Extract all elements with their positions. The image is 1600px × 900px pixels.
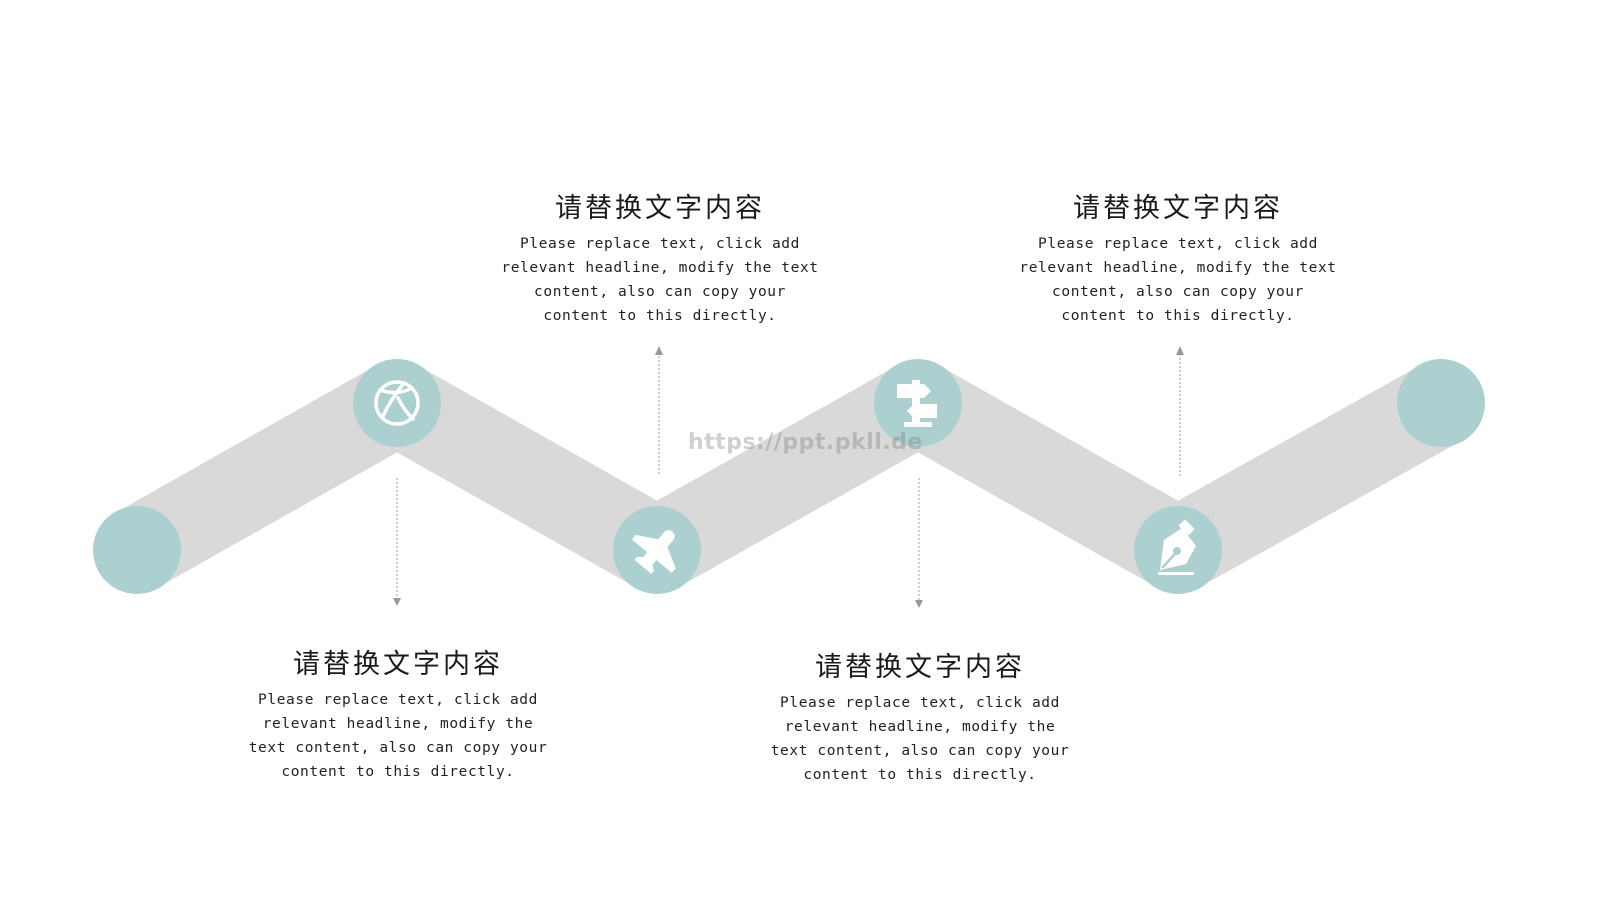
connector-down-1 — [393, 478, 401, 606]
step-node-1 — [353, 359, 441, 447]
connector-up-4 — [1176, 346, 1184, 476]
step-headline: 请替换文字内容 — [815, 652, 1025, 683]
step-headline: 请替换文字内容 — [555, 193, 765, 224]
step-text-2: 请替换文字内容 Please replace text, click add r… — [500, 192, 820, 328]
connector-down-3 — [915, 478, 923, 608]
end-node — [1397, 359, 1485, 447]
step-node-4 — [1134, 506, 1222, 594]
watermark-text: https://ppt.pkll.de — [688, 430, 923, 455]
signpost-icon — [897, 380, 937, 427]
step-description: Please replace text, click add relevant … — [1019, 236, 1337, 324]
step-node-2 — [613, 506, 701, 594]
step-description: Please replace text, click add relevant … — [501, 236, 819, 324]
step-text-3: 请替换文字内容 Please replace text, click add r… — [770, 651, 1070, 787]
airplane-icon — [631, 530, 676, 574]
step-node-3 — [874, 359, 962, 447]
step-headline: 请替换文字内容 — [293, 649, 503, 680]
connector-up-2 — [655, 346, 663, 474]
step-headline: 请替换文字内容 — [1073, 193, 1283, 224]
start-node — [93, 506, 181, 594]
step-description: Please replace text, click add relevant … — [770, 695, 1070, 783]
step-description: Please replace text, click add relevant … — [248, 692, 548, 780]
step-text-4: 请替换文字内容 Please replace text, click add r… — [1018, 192, 1338, 328]
step-text-1: 请替换文字内容 Please replace text, click add r… — [248, 648, 548, 784]
zigzag-band — [94, 360, 1484, 593]
pen-nib-icon — [1158, 519, 1196, 575]
basketball-icon — [374, 380, 420, 426]
